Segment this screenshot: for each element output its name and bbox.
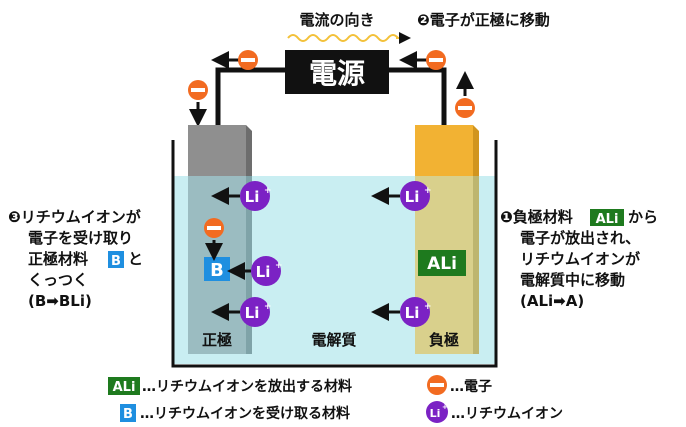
material-ali-badge: [418, 250, 466, 276]
material-ali-label: ALi: [427, 254, 457, 274]
legend-b-text: …リチウムイオンを受け取る材料: [140, 405, 350, 422]
svg-text:+: +: [424, 302, 432, 312]
li-ion-right-2: Li +: [371, 297, 432, 327]
current-direction-label: 電流の向き: [299, 11, 374, 29]
svg-text:Li: Li: [405, 304, 420, 322]
electron-wire-top-left: [211, 50, 258, 70]
electron-wire-top-right: [399, 50, 446, 70]
svg-text:ALi: ALi: [113, 380, 136, 395]
svg-text:+: +: [442, 403, 448, 411]
negative-electrode-top: [415, 125, 473, 176]
svg-text:から: から: [628, 208, 658, 226]
power-source-box: [285, 50, 389, 94]
electron-wire-left-down: [188, 80, 208, 127]
svg-text:ALi: ALi: [596, 212, 619, 227]
li-ion-left-2: Li +: [227, 256, 283, 286]
svg-text:B: B: [123, 407, 133, 422]
svg-text:Li: Li: [245, 188, 260, 206]
li-ion-right-1: Li +: [371, 181, 432, 211]
positive-electrode-top: [188, 125, 246, 176]
legend-ali-text: …リチウムイオンを放出する材料: [142, 378, 352, 395]
container: [171, 140, 498, 368]
svg-text:くっつく: くっつく: [28, 271, 88, 289]
electrolyte-label: 電解質: [311, 331, 356, 349]
svg-text:+: +: [275, 261, 283, 271]
svg-text:と: と: [128, 250, 143, 268]
svg-text:電子が放出され、: 電子が放出され、: [520, 229, 640, 247]
electron-on-positive: [204, 218, 224, 261]
step2-label: ❷電子が正極に移動: [417, 11, 550, 29]
svg-text:Li: Li: [405, 188, 420, 206]
svg-text:+: +: [264, 302, 272, 312]
svg-text:(ALi➡A): (ALi➡A): [520, 292, 584, 310]
li-ion-left-1: Li +: [211, 181, 272, 211]
legend-ali-badge: [108, 377, 140, 395]
svg-text:電子を受け取り: 電子を受け取り: [28, 229, 133, 247]
svg-text:+: +: [424, 186, 432, 196]
svg-text:電解質中に移動: 電解質中に移動: [520, 271, 625, 289]
material-b-label: B: [210, 260, 224, 281]
svg-text:B: B: [111, 254, 121, 269]
svg-text:❸リチウムイオンが: ❸リチウムイオンが: [8, 208, 142, 226]
negative-electrode-label: 負極: [429, 331, 459, 349]
power-source-label: 電源: [309, 57, 365, 90]
legend-li-text: …リチウムイオン: [451, 406, 563, 422]
legend: ALi …リチウムイオンを放出する材料 B …リチウムイオンを受け取る材料 …電…: [108, 375, 563, 423]
wire: [215, 67, 285, 125]
li-ion-left-3: Li +: [211, 297, 272, 327]
svg-text:❶負極材料: ❶負極材料: [500, 208, 573, 226]
positive-electrode-label: 正極: [202, 331, 232, 349]
legend-electron-text: …電子: [450, 378, 492, 395]
material-b-badge: [204, 257, 230, 281]
current-wave: [287, 34, 399, 42]
svg-text:+: +: [264, 186, 272, 196]
electron-wire-right-up: [455, 71, 475, 118]
step3-description: ❸リチウムイオンが 電子を受け取り 正極材料 B と くっつく (B➡BLi): [8, 208, 143, 310]
svg-text:Li: Li: [256, 263, 271, 281]
svg-text:Li: Li: [245, 304, 260, 322]
legend-li-icon: [426, 401, 448, 423]
svg-text:(B➡BLi): (B➡BLi): [28, 292, 92, 310]
wire: [389, 67, 447, 125]
svg-text:Li: Li: [430, 407, 441, 420]
legend-b-badge: [120, 404, 136, 422]
svg-text:リチウムイオンが: リチウムイオンが: [520, 250, 641, 268]
svg-text:正極材料: 正極材料: [28, 250, 88, 268]
step1-description: ❶負極材料 ALi から 電子が放出され、 リチウムイオンが 電解質中に移動 (…: [500, 208, 658, 310]
